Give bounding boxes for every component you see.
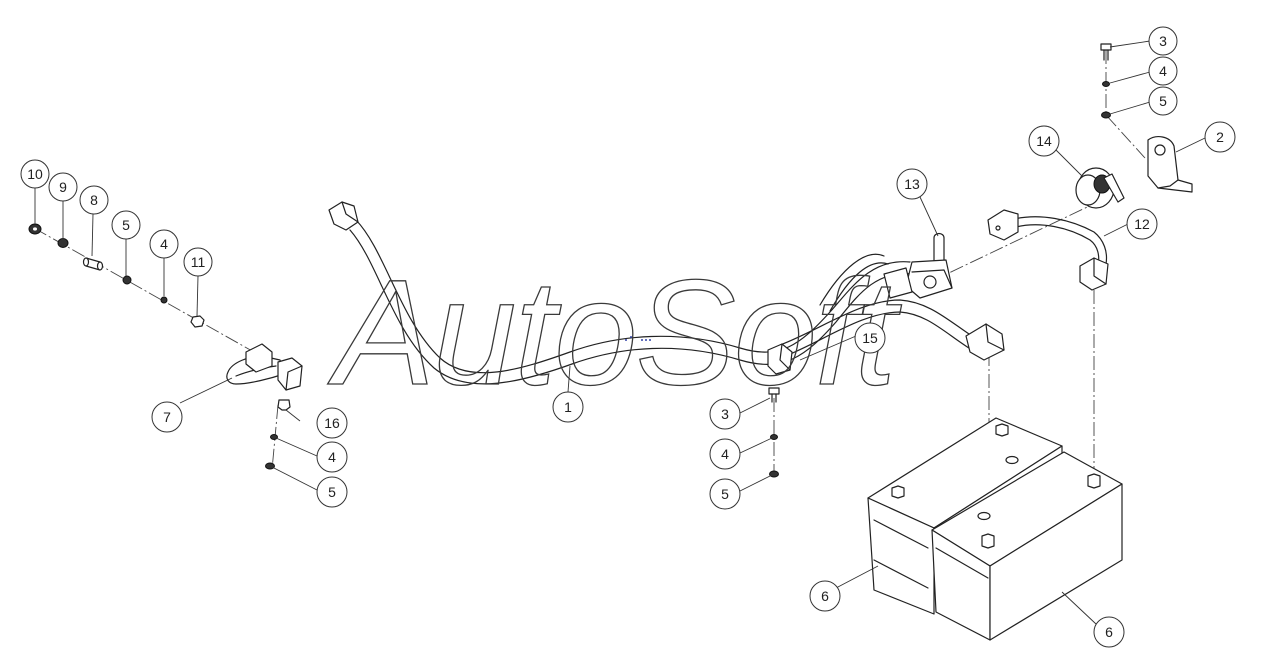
svg-text:1: 1 — [564, 399, 572, 415]
svg-text:5: 5 — [721, 486, 729, 502]
svg-text:10: 10 — [27, 166, 43, 182]
washer-4-left — [160, 296, 168, 304]
callout-5-lower-left: 5 — [316, 476, 348, 508]
callout-3-middle: 3 — [709, 398, 741, 430]
svg-text:5: 5 — [122, 217, 130, 233]
svg-text:8: 8 — [90, 192, 98, 208]
callout-2: 2 — [1204, 121, 1236, 153]
svg-text:7: 7 — [163, 409, 171, 425]
callout-6-left: 6 — [809, 580, 841, 612]
callout-3-top-right: 3 — [1148, 26, 1178, 56]
svg-text:12: 12 — [1134, 216, 1150, 232]
watermark-dots — [625, 336, 651, 341]
leader-lines — [34, 40, 1206, 625]
callout-12: 12 — [1126, 208, 1158, 240]
callout-4-lower-left: 4 — [316, 441, 348, 473]
callout-14: 14 — [1028, 125, 1060, 157]
cable-harness-1 — [328, 201, 1005, 385]
callout-bubbles: 10 9 8 5 4 11 7 16 4 5 1 3 4 5 15 13 14 … — [20, 26, 1236, 648]
svg-text:4: 4 — [721, 446, 729, 462]
battery-switch-13 — [883, 232, 953, 299]
callout-10: 10 — [20, 159, 50, 189]
callout-1: 1 — [552, 391, 584, 423]
svg-text:11: 11 — [191, 254, 206, 270]
svg-text:4: 4 — [160, 236, 168, 252]
callout-11: 11 — [183, 247, 213, 277]
callout-13: 13 — [896, 168, 928, 200]
callout-7: 7 — [151, 401, 183, 433]
watermark: AutoSoft — [327, 248, 902, 416]
callout-16: 16 — [316, 407, 348, 439]
svg-text:5: 5 — [1159, 93, 1167, 109]
svg-text:3: 3 — [721, 406, 729, 422]
stud-8 — [82, 257, 104, 271]
svg-text:13: 13 — [904, 176, 920, 192]
battery-6-right — [931, 451, 1123, 641]
svg-text:6: 6 — [1105, 624, 1113, 640]
mounting-bracket-2 — [1147, 136, 1193, 193]
svg-text:4: 4 — [1159, 63, 1167, 79]
callout-9: 9 — [48, 172, 78, 202]
callout-5-middle: 5 — [709, 478, 741, 510]
middle-hardware-stack — [768, 387, 780, 478]
svg-text:6: 6 — [821, 588, 829, 604]
svg-text:14: 14 — [1036, 133, 1052, 149]
callout-4-middle: 4 — [709, 438, 741, 470]
callout-15: 15 — [854, 322, 886, 354]
cable-12 — [987, 209, 1109, 291]
washer-5-left — [122, 275, 132, 285]
callout-4-top-right: 4 — [1148, 56, 1178, 86]
callout-5-top-right: 5 — [1148, 86, 1178, 116]
washer-9 — [57, 238, 69, 248]
svg-text:2: 2 — [1216, 129, 1224, 145]
svg-text:4: 4 — [328, 449, 336, 465]
svg-text:16: 16 — [324, 415, 340, 431]
upper-right-hardware — [1100, 43, 1112, 119]
callout-8: 8 — [79, 185, 109, 215]
svg-text:15: 15 — [862, 330, 878, 346]
callout-4-left: 4 — [149, 229, 179, 259]
svg-text:5: 5 — [328, 484, 336, 500]
rotary-switch-14 — [1075, 167, 1125, 209]
svg-text:9: 9 — [59, 179, 67, 195]
callout-5-left: 5 — [111, 210, 141, 240]
callout-6-right: 6 — [1093, 616, 1125, 648]
terminal-clamp-7 — [226, 343, 303, 391]
svg-text:3: 3 — [1159, 33, 1167, 49]
nut-11 — [190, 315, 205, 328]
